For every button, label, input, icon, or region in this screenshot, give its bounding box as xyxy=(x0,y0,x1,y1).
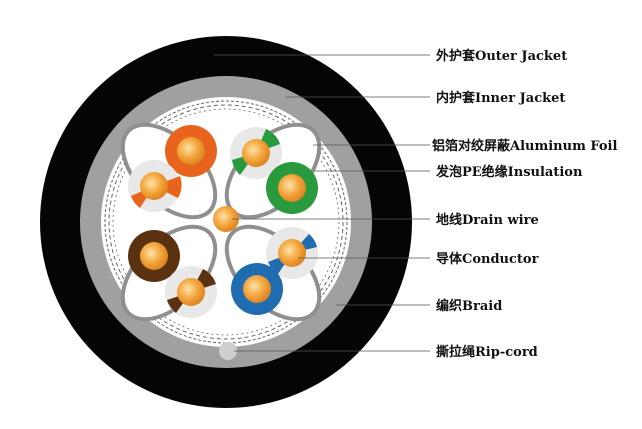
label-drain-wire: 地线Drain wire xyxy=(436,212,539,228)
label-inner-jacket: 内护套Inner Jacket xyxy=(436,90,565,106)
leader-lines xyxy=(214,54,430,352)
conductor-white-brown xyxy=(177,278,205,306)
conductor-white-orange xyxy=(140,172,168,200)
conductor-brown xyxy=(140,242,168,270)
label-outer-jacket: 外护套Outer Jacket xyxy=(435,48,567,64)
pair-orange xyxy=(128,125,217,212)
callout-labels: 外护套Outer Jacket 内护套Inner Jacket 铝箔对绞屏蔽Al… xyxy=(432,48,617,360)
drain-wire xyxy=(213,206,239,232)
conductor-green xyxy=(278,174,306,202)
rip-cord xyxy=(219,342,237,360)
pair-blue xyxy=(231,227,318,315)
label-rip-cord: 撕拉绳Rip-cord xyxy=(436,344,538,360)
conductor-white-blue xyxy=(278,239,306,267)
conductor-white-green xyxy=(242,139,270,167)
conductor-orange xyxy=(177,137,205,165)
label-insulation: 发泡PE绝缘Insulation xyxy=(435,164,583,180)
label-conductor: 导体Conductor xyxy=(436,251,539,267)
braid-layer xyxy=(104,100,348,344)
conductor-blue xyxy=(243,275,271,303)
label-aluminum-foil: 铝箔对绞屏蔽Aluminum Foil xyxy=(432,138,617,154)
label-braid: 编织Braid xyxy=(436,298,502,314)
pair-green xyxy=(230,127,318,214)
pair-brown xyxy=(128,230,217,318)
